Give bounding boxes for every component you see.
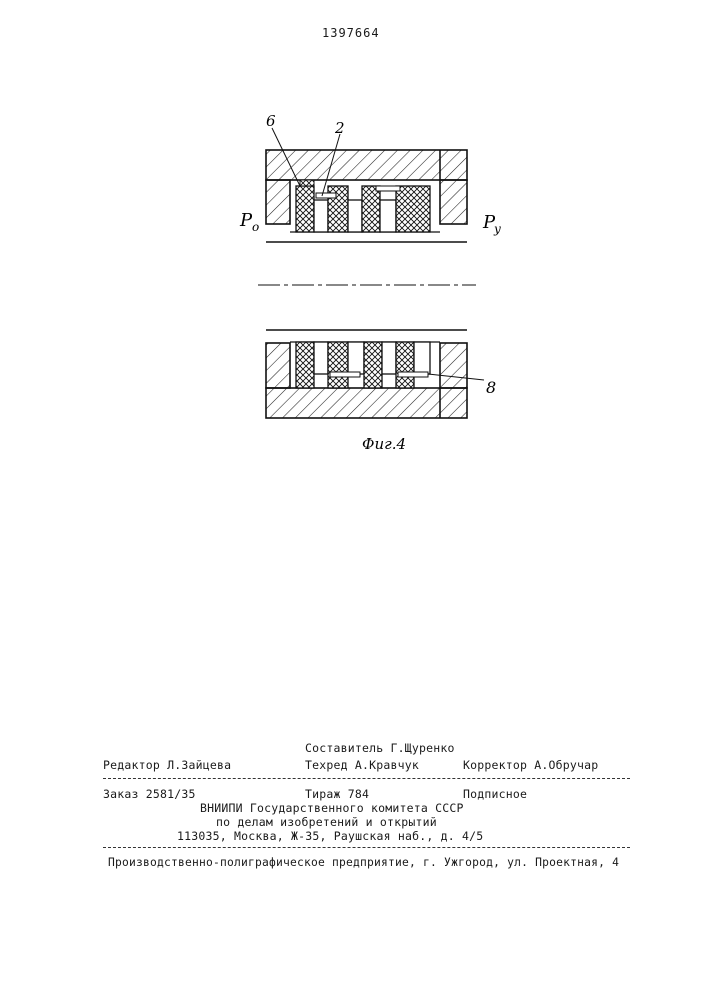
label-p-left: P: [239, 210, 253, 231]
label-2: 2: [334, 119, 345, 137]
techred-line: Техред А.Кравчук: [305, 758, 419, 772]
shaft: [258, 232, 476, 342]
corrector-line: Корректор А.Обручар: [463, 758, 598, 772]
upper-seal-rings: [296, 180, 430, 232]
printer-line: Производственно-полиграфическое предприя…: [108, 856, 619, 869]
circulation-line: Тираж 784: [305, 787, 369, 801]
label-p-left-sub: о: [252, 220, 259, 234]
order-line: Заказ 2581/35: [103, 787, 196, 801]
figure-caption: Фиг.4: [362, 435, 406, 453]
label-p-right-sub: у: [493, 222, 501, 236]
divider-top: [103, 778, 630, 779]
compiler-line: Составитель Г.Щуренко: [305, 741, 455, 755]
editor-line: Редактор Л.Зайцева: [103, 758, 231, 772]
org-line-2: по делам изобретений и открытий: [216, 815, 437, 829]
divider-bottom: [103, 847, 630, 848]
label-8: 8: [486, 378, 496, 397]
address-line: 113035, Москва, Ж-35, Раушская наб., д. …: [177, 829, 483, 843]
subscription-line: Подписное: [463, 787, 527, 801]
label-6: 6: [266, 112, 276, 130]
org-line-1: ВНИИПИ Государственного комитета СССР: [200, 801, 464, 815]
lower-seal-rings: [296, 342, 430, 388]
